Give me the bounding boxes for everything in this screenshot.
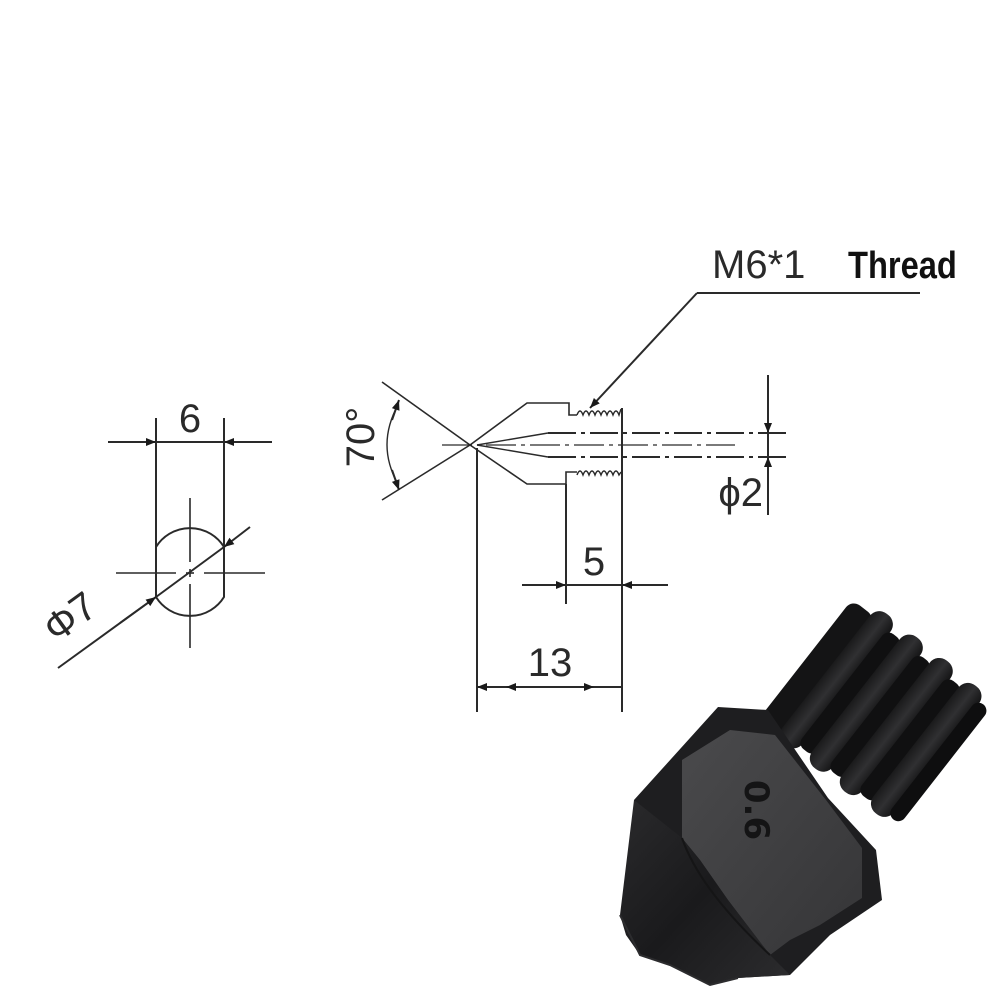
dim-label-70deg: 70° [339, 407, 383, 468]
leader-line [589, 292, 698, 409]
body-outline-top [469, 402, 577, 446]
end-view [57, 418, 272, 669]
dim-label-phi2: ϕ2 [718, 471, 763, 515]
nozzle-photo: 0.6 [619, 603, 987, 987]
thread-spec-label: M6*1 [712, 243, 805, 287]
dim-label-13: 13 [528, 641, 573, 685]
nozzle-cone [620, 800, 790, 985]
dim-label-5: 5 [583, 540, 605, 584]
nozzle-flat-face [682, 730, 862, 955]
side-view [381, 292, 920, 712]
thread-word-label: Thread [848, 244, 957, 287]
flatted-circle [155, 527, 225, 617]
nozzle-size-engraving: 0.6 [736, 780, 776, 840]
body-outline-bottom [469, 444, 577, 485]
thread-teeth-bottom [576, 470, 622, 477]
dim-label-6: 6 [179, 397, 201, 441]
nozzle-threads [763, 603, 987, 822]
thread-teeth-top [576, 408, 622, 418]
